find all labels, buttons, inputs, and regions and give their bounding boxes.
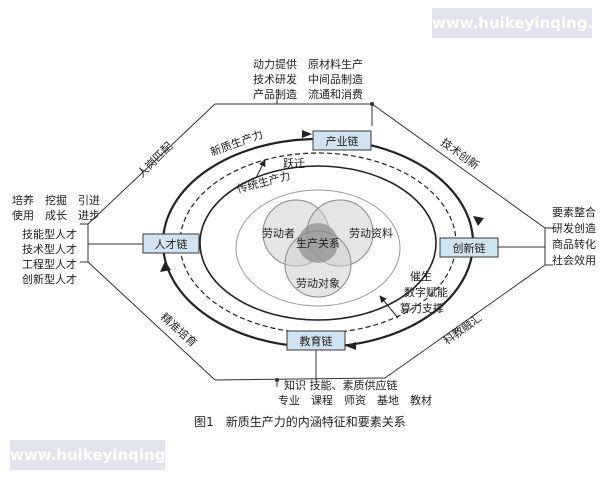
top-list-item-1: 动力提供 原材料生产	[253, 57, 363, 71]
figure-caption: 图1 新质生产力的内涵特征和要素关系	[194, 414, 406, 429]
empower-line-3: 算力支撑	[400, 301, 444, 315]
right-list-item-3: 商品转化	[552, 237, 596, 251]
empower-line-1: 催生	[410, 269, 432, 283]
left-top-list-item-2: 使用 成长 进步	[12, 209, 100, 222]
inner-ring	[199, 165, 437, 321]
left-top-list-item-1: 培养 挖掘 引进	[12, 193, 100, 207]
talent-chain-label: 人才链	[155, 237, 188, 251]
innovation-chain-label: 创新链	[453, 241, 486, 255]
left-list-item-1: 技能型人才	[22, 227, 77, 241]
venn	[235, 189, 401, 307]
right-list-item-4: 社会效用	[552, 253, 596, 267]
venn-material-label: 劳动资料	[349, 226, 393, 240]
bottom-list-item-1: 知识 技能、素质供应链	[284, 378, 398, 392]
venn-worker-label: 劳动者	[262, 227, 295, 240]
industry-chain-label: 产业链	[326, 134, 359, 148]
talent-match-label: 人岗匹配	[135, 140, 175, 180]
venn-relation-label: 生产关系	[296, 236, 340, 250]
box-innovation-chain: 创新链	[439, 237, 499, 258]
box-education-chain: 教育链	[286, 330, 346, 351]
venn-object-label: 劳动对象	[296, 276, 340, 290]
venn-center	[298, 223, 338, 263]
left-list-item-4: 创新型人才	[22, 272, 77, 286]
sci-edu-label: 科教融汇	[441, 310, 485, 347]
box-industry-chain: 产业链	[312, 130, 372, 151]
precise-training-label: 精准培育	[158, 310, 200, 350]
left-list-item-3: 工程型人才	[22, 257, 77, 271]
right-list-item-1: 要素整合	[552, 205, 596, 219]
empower-arrow	[379, 295, 399, 319]
left-list-item-2: 技术型人才	[22, 242, 77, 256]
traditional-productivity-label: 传统生产力	[235, 168, 292, 196]
empower-line-2: 数字赋能	[404, 285, 448, 299]
bottom-list-item-2: 专业 课程 师资 基地 教材	[278, 393, 432, 407]
box-talent-chain: 人才链	[142, 233, 200, 254]
leap-arrow	[255, 159, 266, 179]
right-list-item-2: 研发创造	[552, 221, 596, 235]
education-chain-label: 教育链	[300, 334, 333, 348]
top-list-item-3: 产品制造 流通和消费	[253, 87, 363, 101]
ring-arrows	[160, 130, 484, 350]
leap-label: 跃迁	[283, 156, 305, 170]
outer-diamond	[87, 103, 546, 381]
top-list-item-2: 技术研发 中间品制造	[253, 72, 363, 86]
watermark-top: www.huikeyinqing.com	[432, 8, 600, 38]
diamond-node-bottom	[275, 378, 279, 382]
watermark-bottom: www.huikeyinqing.com	[10, 440, 206, 470]
